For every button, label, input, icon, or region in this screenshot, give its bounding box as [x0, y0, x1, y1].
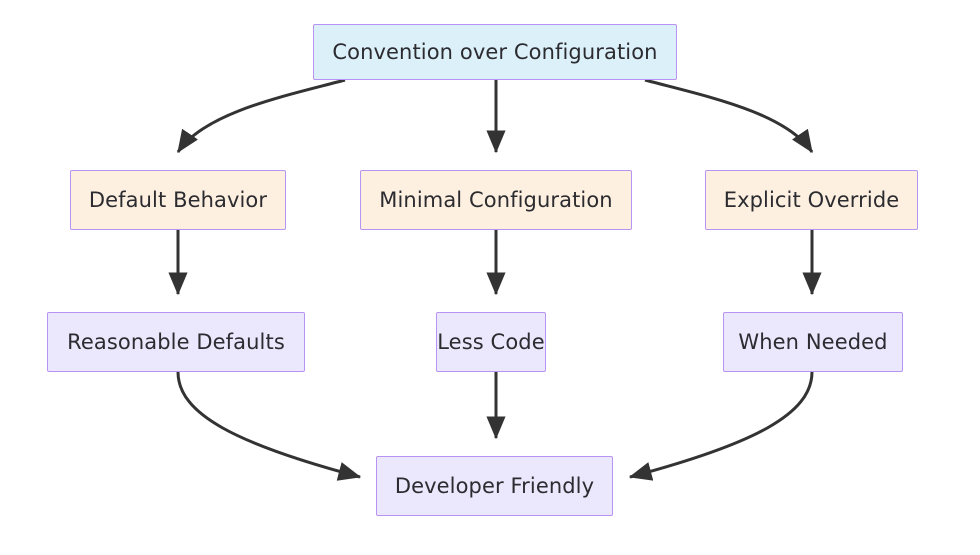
node-label: Default Behavior — [88, 187, 268, 212]
node-label: Convention over Configuration — [332, 39, 658, 64]
node-developer-friendly[interactable]: Developer Friendly — [376, 456, 613, 516]
node-default-behavior[interactable]: Default Behavior — [70, 170, 286, 230]
node-convention-over-configuration[interactable]: Convention over Configuration — [313, 24, 677, 80]
node-label: Explicit Override — [723, 187, 900, 212]
node-minimal-configuration[interactable]: Minimal Configuration — [360, 170, 632, 230]
node-reasonable-defaults[interactable]: Reasonable Defaults — [47, 312, 305, 372]
node-label: Minimal Configuration — [379, 187, 613, 212]
edge-root-to-default — [176, 78, 346, 153]
node-less-code[interactable]: Less Code — [436, 312, 546, 372]
node-explicit-override[interactable]: Explicit Override — [705, 170, 918, 230]
edge-root-to-explicit — [644, 78, 814, 153]
edge-reasonable-to-friendly — [176, 371, 362, 481]
node-label: Less Code — [437, 329, 545, 354]
edge-when-to-friendly — [628, 371, 814, 481]
node-label: Developer Friendly — [394, 473, 595, 498]
node-when-needed[interactable]: When Needed — [723, 312, 903, 372]
node-label: Reasonable Defaults — [67, 329, 285, 354]
node-label: When Needed — [738, 329, 888, 354]
